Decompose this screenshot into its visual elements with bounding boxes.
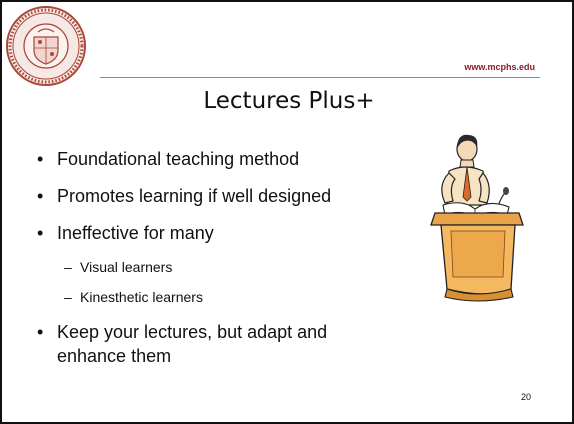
bullet-text: Ineffective for many	[57, 223, 214, 243]
sub-bullet-marker: –	[64, 289, 72, 305]
website-url: www.mcphs.edu	[464, 62, 535, 72]
bullet-marker: •	[37, 149, 44, 169]
bullet-marker: •	[37, 223, 44, 243]
college-seal-icon	[6, 6, 86, 86]
sub-bullet-text: Visual learners	[80, 259, 173, 275]
bullet-text: Keep your lectures, but adapt and enhanc…	[57, 322, 328, 366]
bullet-text: Foundational teaching method	[57, 149, 300, 169]
bullet-marker: •	[37, 322, 44, 342]
slide-title: Lectures Plus+	[203, 88, 375, 114]
lecturer-at-podium-icon	[430, 134, 524, 302]
sub-bullet-marker: –	[64, 259, 72, 275]
page-number: 20	[520, 392, 531, 402]
sub-bullet-text: Kinesthetic learners	[80, 289, 203, 305]
header-rule	[100, 77, 540, 78]
bullet-marker: •	[37, 186, 44, 206]
bullet-text: Promotes learning if well designed	[57, 186, 332, 206]
